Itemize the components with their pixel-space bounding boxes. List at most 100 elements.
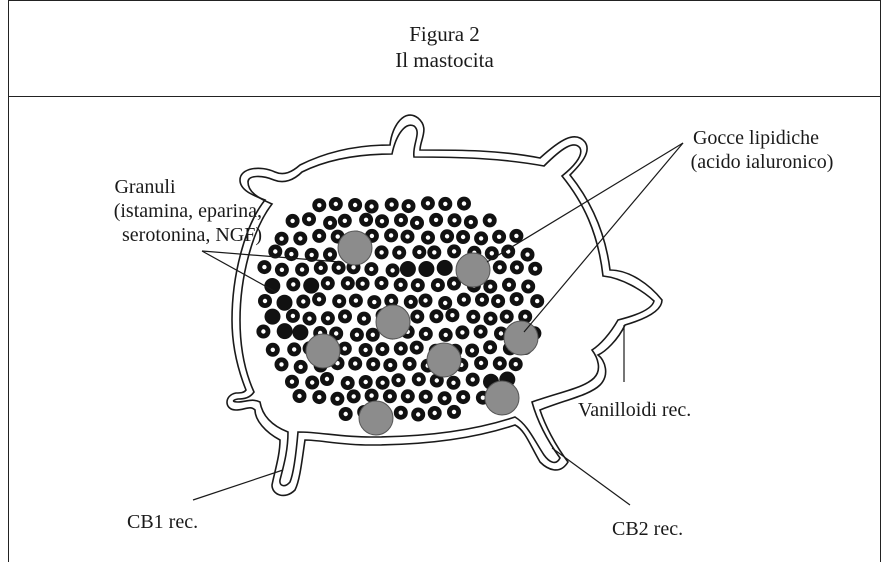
label-cb1: CB1 rec. bbox=[127, 510, 198, 534]
granule-core bbox=[535, 299, 539, 303]
granule-core bbox=[364, 218, 368, 222]
granule-core bbox=[469, 220, 473, 224]
lipid-droplet bbox=[338, 231, 372, 265]
granule-core bbox=[344, 412, 348, 416]
granule-core bbox=[415, 221, 419, 225]
granule-core bbox=[298, 236, 302, 240]
granule-core bbox=[379, 281, 383, 285]
granule-core bbox=[435, 378, 439, 382]
label-vanilloidi: Vanilloidi rec. bbox=[578, 398, 691, 422]
granule-core bbox=[317, 297, 321, 301]
granule-core bbox=[271, 348, 275, 352]
granule bbox=[264, 278, 280, 294]
granule-core bbox=[416, 412, 420, 416]
lipid-droplet bbox=[427, 343, 461, 377]
granule-core bbox=[388, 394, 392, 398]
granule bbox=[292, 324, 308, 340]
granule-core bbox=[262, 265, 266, 269]
granule-core bbox=[488, 345, 492, 349]
granule-core bbox=[523, 314, 527, 318]
granule-core bbox=[460, 330, 464, 334]
granule-core bbox=[417, 377, 421, 381]
granule-core bbox=[479, 361, 483, 365]
granule-core bbox=[354, 298, 358, 302]
granule-core bbox=[336, 234, 340, 238]
granule-core bbox=[273, 249, 277, 253]
granule-core bbox=[434, 314, 438, 318]
granule-core bbox=[343, 314, 347, 318]
granule-core bbox=[279, 362, 283, 366]
granule-core bbox=[533, 267, 537, 271]
granule-core bbox=[488, 218, 492, 222]
granule-core bbox=[442, 396, 446, 400]
granule-core bbox=[335, 397, 339, 401]
granule-core bbox=[352, 394, 356, 398]
leader-cb1 bbox=[193, 470, 283, 500]
granule-core bbox=[514, 234, 518, 238]
granule bbox=[437, 260, 453, 276]
granule-core bbox=[292, 347, 296, 351]
granule bbox=[418, 261, 434, 277]
granule-core bbox=[452, 249, 456, 253]
granule bbox=[265, 309, 281, 325]
granule-core bbox=[399, 411, 403, 415]
granule-core bbox=[353, 361, 357, 365]
granule-core bbox=[388, 363, 392, 367]
granule-core bbox=[379, 250, 383, 254]
granule-core bbox=[334, 202, 338, 206]
granule-core bbox=[291, 282, 295, 286]
granule-core bbox=[263, 299, 267, 303]
granule-core bbox=[452, 218, 456, 222]
granule-core bbox=[432, 250, 436, 254]
granule-core bbox=[317, 395, 321, 399]
granule-core bbox=[415, 314, 419, 318]
label-granuli-line1: Granuli bbox=[14, 175, 276, 199]
granule-core bbox=[300, 267, 304, 271]
granule-core bbox=[451, 381, 455, 385]
granule-core bbox=[406, 394, 410, 398]
granule-core bbox=[450, 313, 454, 317]
granule-core bbox=[326, 281, 330, 285]
lipid-droplet bbox=[359, 401, 393, 435]
granule-core bbox=[280, 268, 284, 272]
granule-core bbox=[423, 298, 427, 302]
granule-core bbox=[426, 201, 430, 205]
granule-core bbox=[525, 252, 529, 256]
granule-core bbox=[409, 300, 413, 304]
granule-core bbox=[406, 204, 410, 208]
granule-core bbox=[452, 410, 456, 414]
granule-core bbox=[326, 316, 330, 320]
granule-core bbox=[399, 346, 403, 350]
granule-core bbox=[462, 201, 466, 205]
granule bbox=[277, 295, 293, 311]
granule-core bbox=[496, 299, 500, 303]
granule-core bbox=[526, 284, 530, 288]
granule-core bbox=[362, 316, 366, 320]
granule bbox=[303, 278, 319, 294]
granule-core bbox=[310, 380, 314, 384]
granule-core bbox=[369, 204, 373, 208]
granule-core bbox=[371, 333, 375, 337]
label-gocce: Gocce lipidiche (acido ialuronico) bbox=[662, 126, 862, 174]
granule-core bbox=[478, 329, 482, 333]
granule-core bbox=[328, 221, 332, 225]
granule-core bbox=[424, 332, 428, 336]
granule-core bbox=[390, 202, 394, 206]
granule-core bbox=[346, 281, 350, 285]
granule-core bbox=[355, 333, 359, 337]
lipid-droplet bbox=[485, 381, 519, 415]
granule-core bbox=[289, 252, 293, 256]
granule-core bbox=[514, 297, 518, 301]
label-granuli: Granuli (istamina, eparina, serotonina, … bbox=[0, 175, 262, 247]
granule-core bbox=[336, 266, 340, 270]
granule-core bbox=[436, 283, 440, 287]
granule-core bbox=[480, 298, 484, 302]
granule-core bbox=[490, 251, 494, 255]
granule-core bbox=[397, 250, 401, 254]
granule-core bbox=[407, 362, 411, 366]
granule-core bbox=[317, 203, 321, 207]
lipid-droplet bbox=[306, 334, 340, 368]
granule-core bbox=[279, 237, 283, 241]
granule-core bbox=[317, 234, 321, 238]
